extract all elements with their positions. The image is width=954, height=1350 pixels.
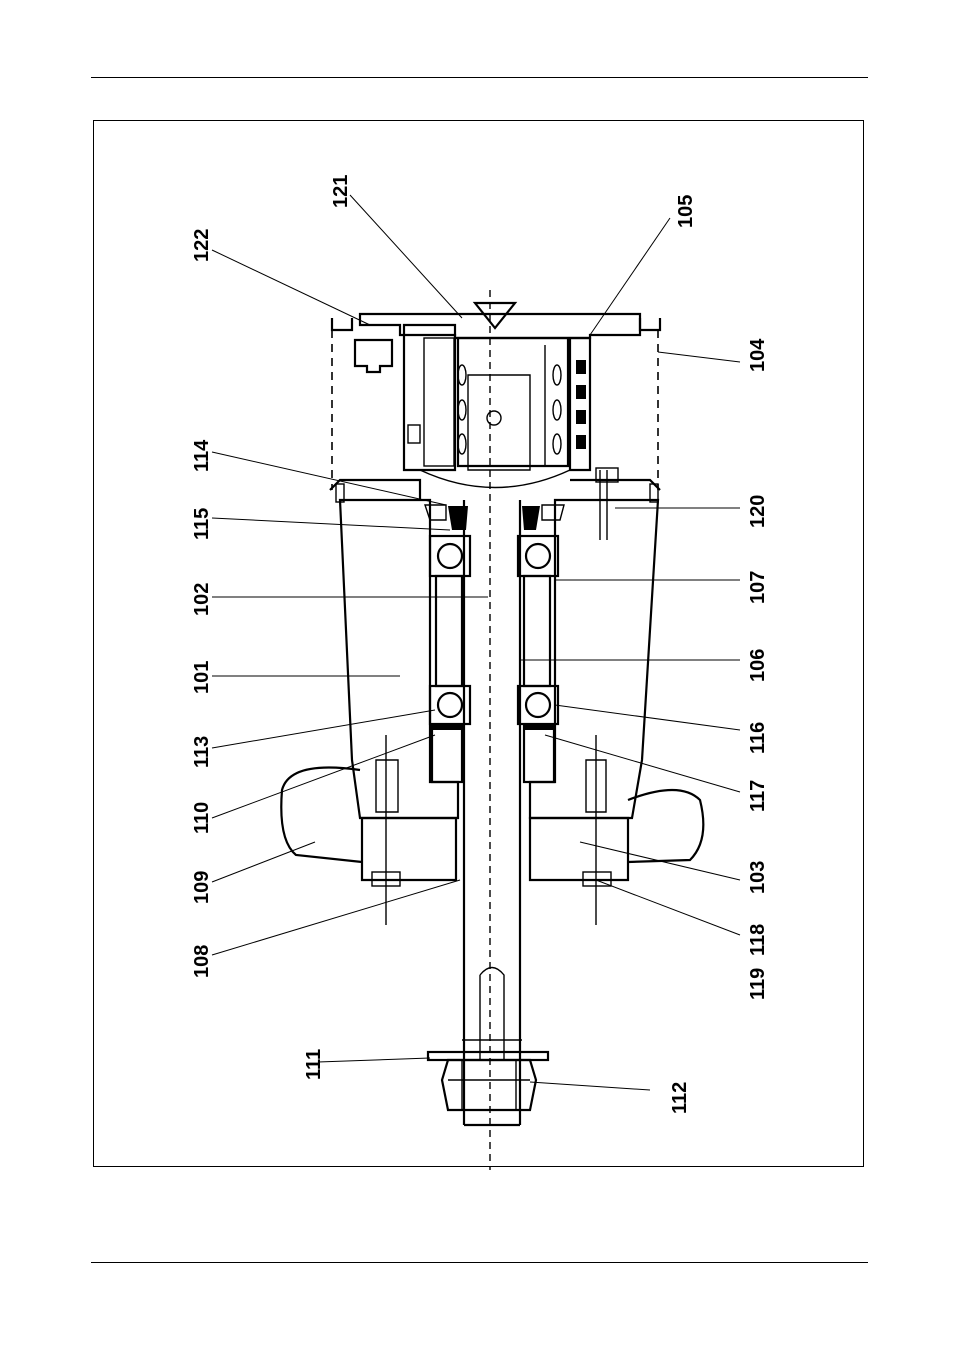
cap-right-wall	[570, 338, 590, 470]
washer-nut	[428, 1052, 548, 1110]
label-105: 105	[675, 195, 697, 228]
cap-left-wall	[355, 325, 455, 470]
part-labels: 121 122 105 104 114 115 102 101 113 110 …	[191, 175, 769, 1114]
label-103: 103	[747, 861, 769, 894]
label-115: 115	[191, 508, 213, 540]
label-118: 118	[747, 924, 769, 956]
bearings	[425, 505, 564, 782]
main-body-101	[330, 480, 660, 818]
footer-rule	[91, 1262, 868, 1263]
housing-104	[332, 318, 660, 490]
label-108: 108	[191, 945, 213, 978]
label-101: 101	[191, 661, 213, 694]
label-122: 122	[191, 229, 213, 262]
label-116: 116	[747, 722, 769, 754]
label-114: 114	[191, 439, 213, 472]
top-cap-121	[360, 303, 640, 338]
label-119: 119	[747, 968, 769, 1000]
label-120: 120	[747, 495, 769, 528]
shaft-102	[462, 500, 522, 1125]
label-111: 111	[303, 1049, 325, 1080]
base-flange-103	[362, 468, 628, 925]
label-107: 107	[747, 571, 769, 604]
label-112: 112	[669, 1082, 691, 1114]
label-109: 109	[191, 871, 213, 904]
label-110: 110	[191, 802, 213, 834]
label-102: 102	[191, 583, 213, 616]
label-117: 117	[747, 780, 769, 812]
label-121: 121	[330, 175, 352, 208]
handwheel-109	[281, 768, 703, 863]
label-106: 106	[747, 649, 769, 682]
inner-sleeve	[420, 338, 570, 488]
label-104: 104	[747, 338, 769, 372]
label-113: 113	[191, 736, 213, 768]
